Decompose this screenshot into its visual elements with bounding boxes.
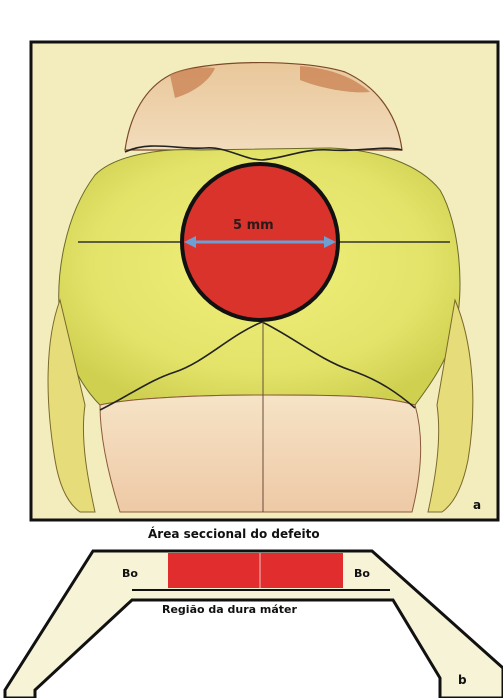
measurement-label: 5 mm [233,218,274,233]
defect [182,164,338,320]
frontal-bone [100,395,421,512]
defect-section [168,553,343,588]
panel-b-letter: b [458,673,467,687]
dura-region-label: Região da dura máter [162,603,297,616]
panel-a-letter: a [473,498,481,512]
bone-left-label: Bo [122,567,138,580]
bone-right-label: Bo [354,567,370,580]
cross-section [5,551,503,698]
defect-area-title: Área seccional do defeito [148,527,320,541]
